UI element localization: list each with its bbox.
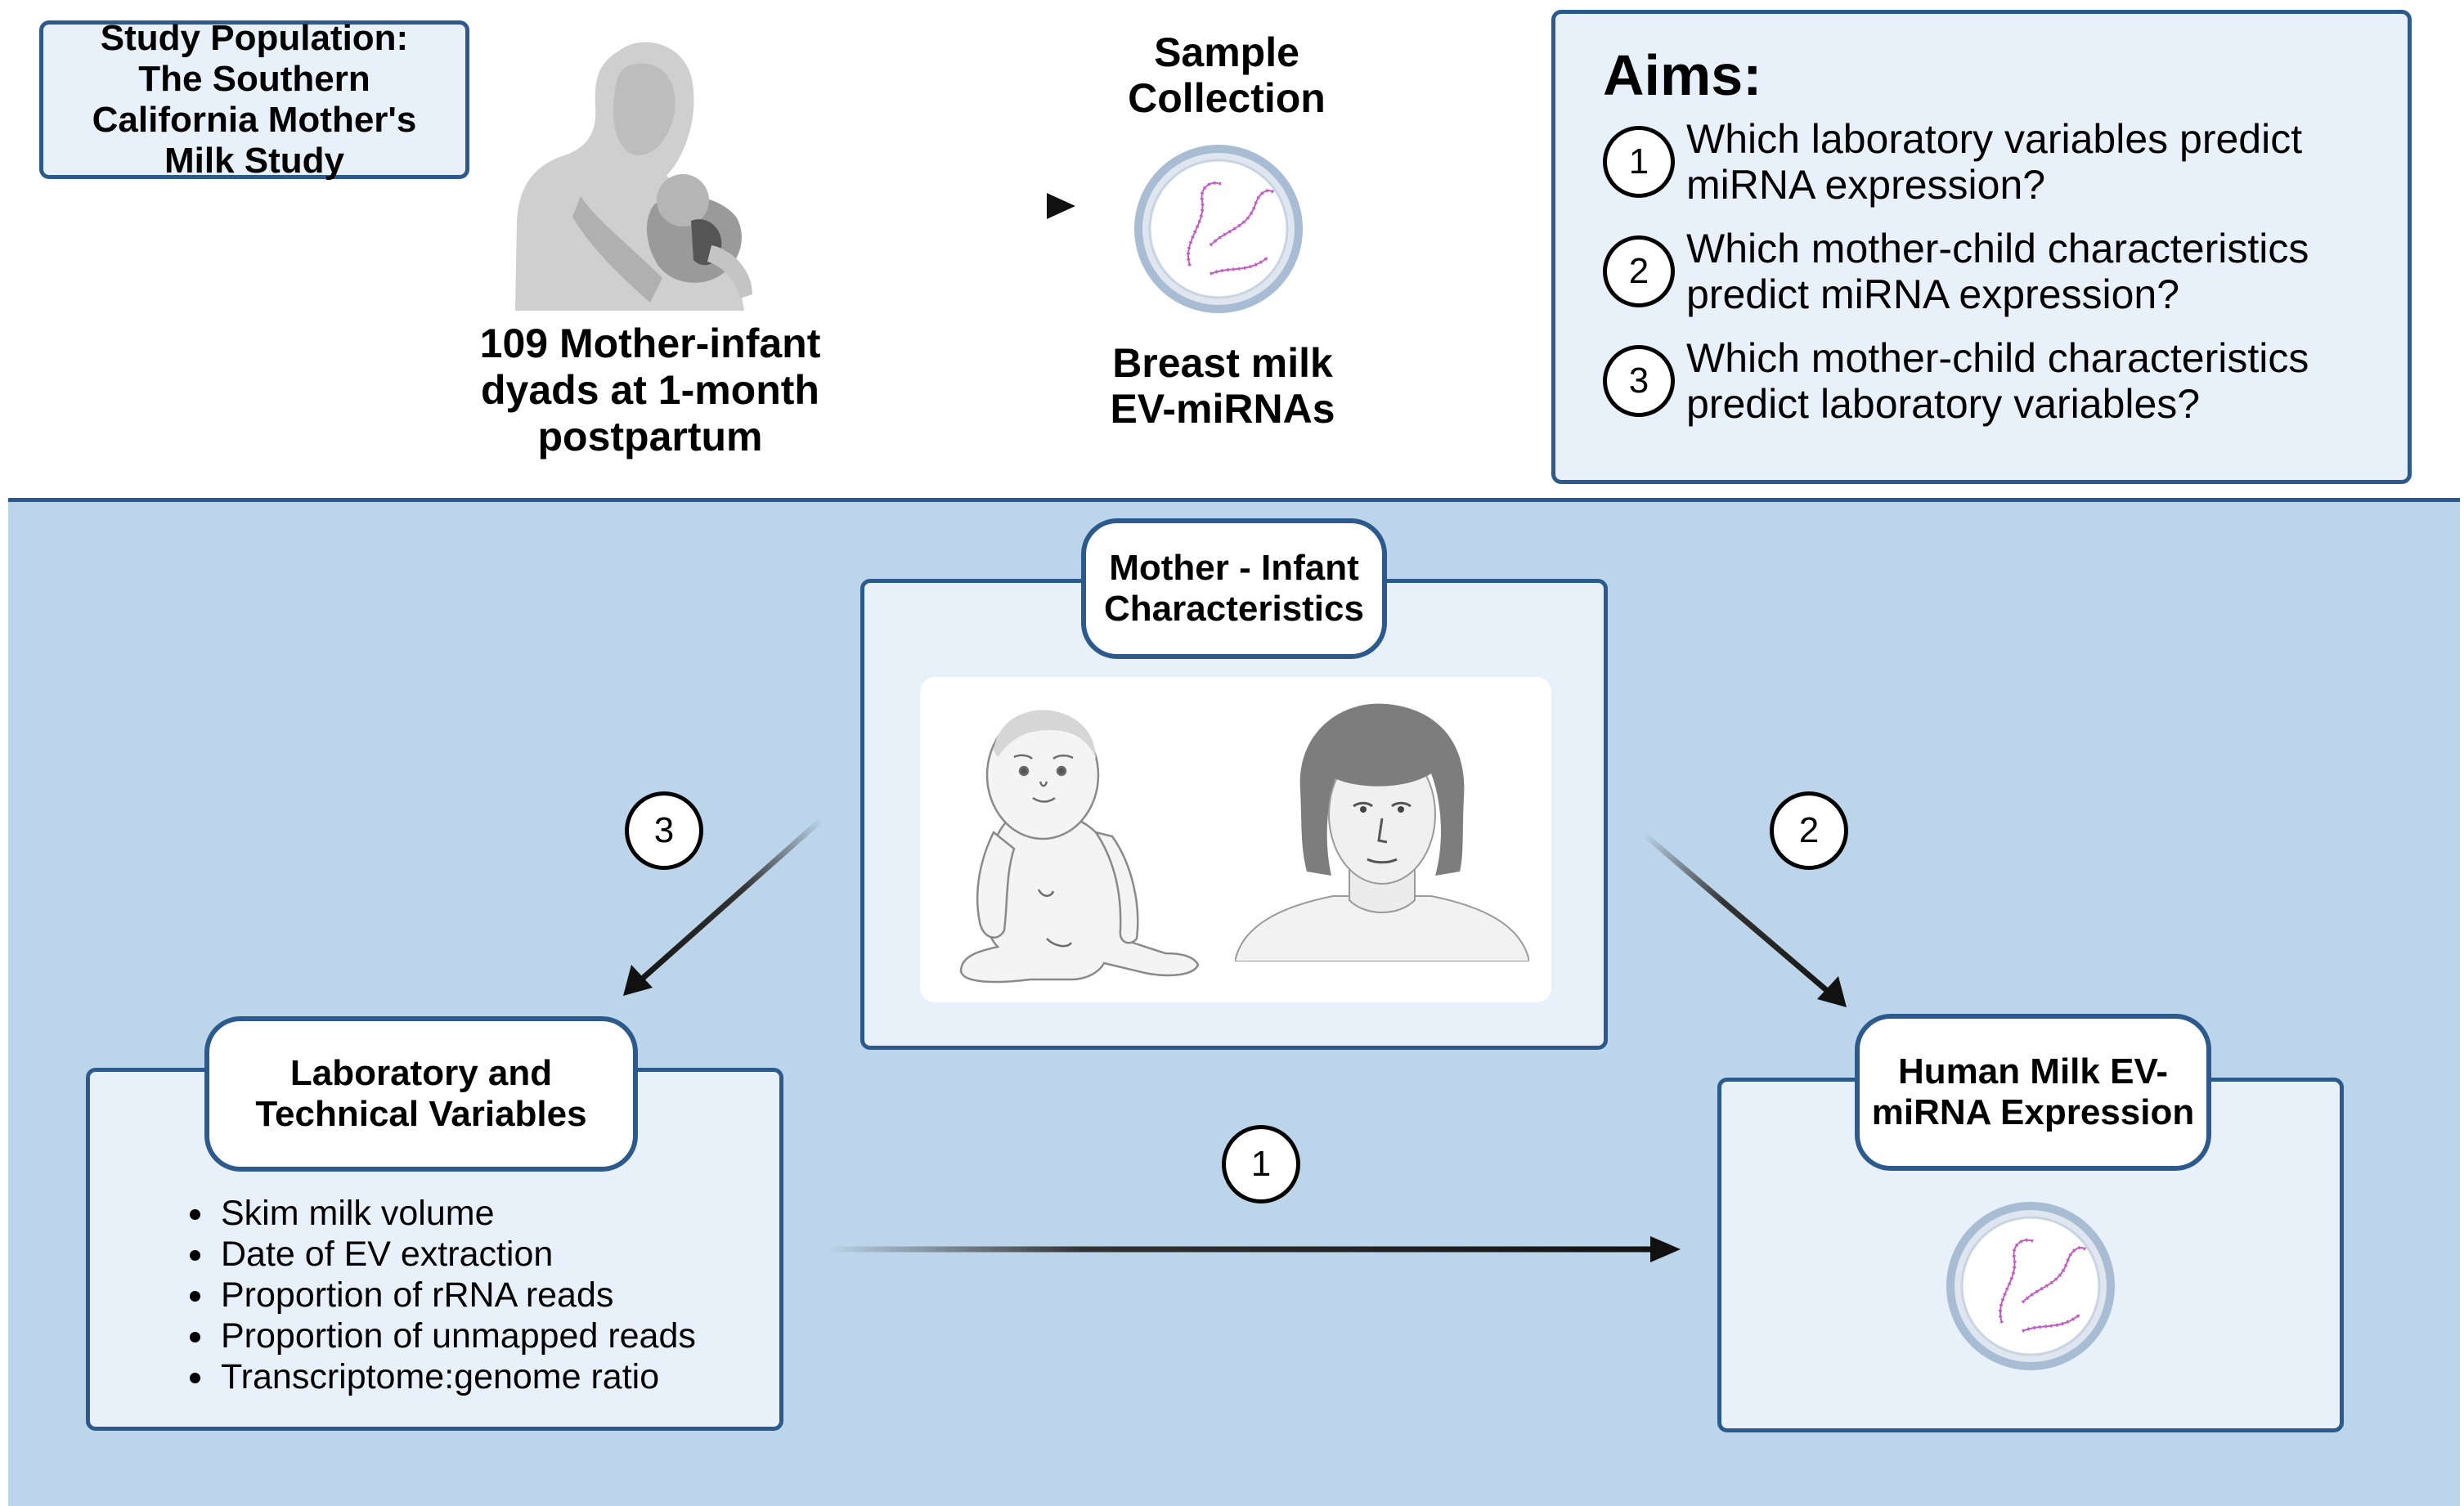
lab-variables-list: Skim milk volume Date of EV extraction P…: [180, 1193, 763, 1397]
characteristics-title: Mother - Infant Characteristics: [1081, 518, 1387, 659]
arrow-number-3: 3: [625, 791, 703, 870]
lab-variable-item: Proportion of rRNA reads: [216, 1275, 763, 1316]
mother-breastfeeding-illustration: [515, 42, 752, 311]
aims-box: Aims: 1 Which laboratory variables predi…: [1551, 10, 2412, 484]
lab-variable-item: Transcriptome:genome ratio: [216, 1356, 763, 1397]
lab-variable-item: Date of EV extraction: [216, 1234, 763, 1275]
aim-text-3: Which mother-child characteristics predi…: [1686, 335, 2309, 427]
aim-text-1: Which laboratory variables predict miRNA…: [1686, 116, 2303, 208]
aim-text-2: Which mother-child characteristics predi…: [1686, 226, 2309, 317]
aims-title: Aims:: [1603, 43, 1762, 107]
lab-variable-item: Proportion of unmapped reads: [216, 1316, 763, 1356]
expression-title: Human Milk EV-miRNA Expression: [1855, 1014, 2211, 1171]
study-population-label: Study Population: The Southern Californi…: [92, 18, 417, 181]
arrow-number-2: 2: [1770, 791, 1848, 870]
characteristics-title-text: Mother - Infant Characteristics: [1104, 548, 1364, 629]
mother-portrait-illustration: [1235, 703, 1529, 961]
lab-variables-title: Laboratory and Technical Variables: [204, 1016, 638, 1172]
aim-number-2: 2: [1603, 235, 1675, 307]
aim-number-3: 3: [1603, 345, 1675, 417]
aim-number-1: 1: [1603, 126, 1675, 198]
collection-arrow: [769, 193, 1075, 219]
arrow-number-1: 1: [1222, 1125, 1300, 1203]
infant-illustration: [959, 710, 1200, 984]
breast-milk-label: Breast milk EV-miRNAs: [1110, 340, 1335, 432]
expression-title-text: Human Milk EV-miRNA Expression: [1871, 1051, 2195, 1132]
lab-variable-item: Skim milk volume: [216, 1193, 763, 1234]
study-population-box: Study Population: The Southern Californi…: [39, 18, 469, 181]
aim-item-2: 2 Which mother-child characteristics pre…: [1603, 226, 2375, 317]
ev-mirna-icon-bottom: [1946, 1202, 2115, 1370]
aim-item-3: 3 Which mother-child characteristics pre…: [1603, 335, 2375, 427]
lab-variables-title-text: Laboratory and Technical Variables: [255, 1053, 587, 1134]
sample-collection-label: Sample Collection: [1128, 29, 1326, 121]
dyads-label: 109 Mother-infant dyads at 1-month postp…: [479, 320, 821, 459]
ev-mirna-icon-top: [1134, 145, 1303, 313]
aim-item-1: 1 Which laboratory variables predict miR…: [1603, 116, 2375, 208]
